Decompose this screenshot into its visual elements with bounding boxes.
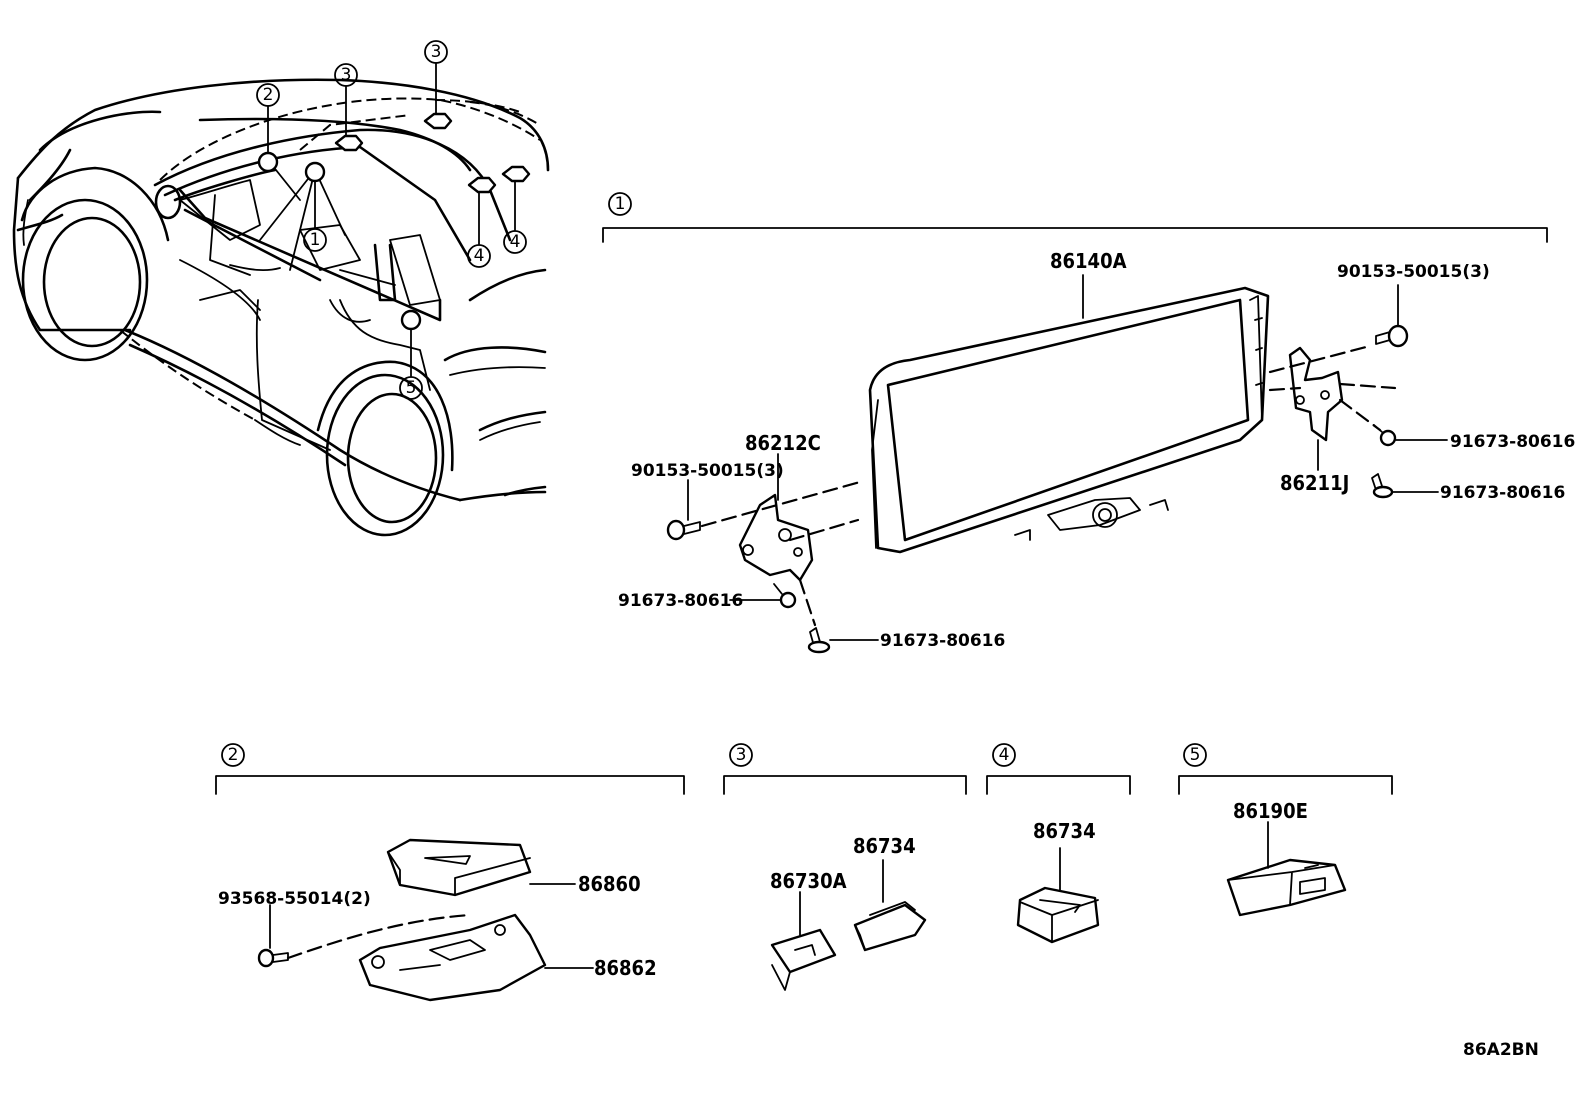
callout-3b-label: 3 <box>431 42 442 62</box>
group-4-bracket <box>986 775 1131 795</box>
vehicle-illustration <box>12 78 550 537</box>
display-panel <box>868 286 1270 554</box>
part-86730A[interactable]: 86730A <box>770 869 847 893</box>
group-2-label: 2 <box>228 745 239 765</box>
bolt-right-2 <box>1371 473 1394 499</box>
marker-antenna-3a <box>334 134 364 152</box>
illustration-ref: 86A2BN <box>1463 1040 1539 1060</box>
amplifier-bracket <box>358 913 547 1002</box>
part-86860[interactable]: 86860 <box>578 872 641 896</box>
group-5-label: 5 <box>1190 745 1201 765</box>
bolt-left-1 <box>773 583 797 609</box>
group-3-antennas: 3 86730A 86734 <box>723 743 967 991</box>
part-86734-group3[interactable]: 86734 <box>853 834 916 858</box>
antenna-86734-g3 <box>853 903 927 952</box>
callout-4a <box>467 244 491 268</box>
callout-5-label: 5 <box>406 378 417 398</box>
marker-antenna-3b <box>423 112 453 130</box>
group-4-antenna: 4 86734 <box>986 743 1131 944</box>
marker-display-1 <box>304 161 326 183</box>
marker-usb <box>400 309 422 331</box>
location-markers <box>257 112 531 331</box>
group-4-marker <box>992 743 1016 767</box>
part-91673-80616-right-1[interactable]: 91673-80616 <box>1450 432 1575 452</box>
part-91673-80616-left-1[interactable]: 91673-80616 <box>618 591 743 611</box>
group-3-bracket <box>723 775 967 795</box>
part-93568-55014[interactable]: 93568-55014(2) <box>218 889 371 909</box>
callout-4b <box>503 230 527 254</box>
group-2-amplifier: 2 86860 86862 93568-55014(2) <box>215 743 685 1002</box>
callout-2-label: 2 <box>263 85 274 105</box>
marker-display-2 <box>257 151 279 173</box>
part-86862[interactable]: 86862 <box>594 956 657 980</box>
callout-3b <box>424 40 448 64</box>
group-1-label: 1 <box>615 194 626 214</box>
group-3-marker <box>729 743 753 767</box>
callout-4a-label: 4 <box>474 246 485 266</box>
marker-antenna-4b <box>501 165 531 183</box>
callout-2 <box>256 83 280 107</box>
part-86190E[interactable]: 86190E <box>1233 799 1308 823</box>
callout-4b-label: 4 <box>510 232 521 252</box>
callout-3a-label: 3 <box>341 65 352 85</box>
part-86140A[interactable]: 86140A <box>1050 249 1127 273</box>
screw-right <box>1375 324 1409 348</box>
vehicle-callouts: 2 3 3 1 4 4 5 <box>256 40 527 400</box>
part-86734-group4[interactable]: 86734 <box>1033 819 1096 843</box>
callout-1 <box>303 228 327 252</box>
part-91673-80616-left-2[interactable]: 91673-80616 <box>880 631 1005 651</box>
screw-left <box>666 519 701 541</box>
marker-antenna-4a <box>467 176 497 194</box>
bracket-right <box>1288 346 1344 442</box>
group-4-label: 4 <box>999 745 1010 765</box>
group-1-marker <box>608 192 632 216</box>
callout-3a <box>334 63 358 87</box>
callout-5 <box>399 376 423 400</box>
part-86212C[interactable]: 86212C <box>745 431 821 455</box>
amplifier-screw <box>257 948 289 968</box>
group-2-bracket <box>215 775 685 795</box>
part-90153-50015-right[interactable]: 90153-50015(3) <box>1337 262 1490 282</box>
part-86211J[interactable]: 86211J <box>1280 471 1349 495</box>
part-91673-80616-right-2[interactable]: 91673-80616 <box>1440 483 1565 503</box>
group-3-label: 3 <box>736 745 747 765</box>
group-2-marker <box>221 743 245 767</box>
group-5-marker <box>1183 743 1207 767</box>
group-5-bracket <box>1178 775 1393 795</box>
group-1-display: 1 86140A 86212C 90153-50015(3) <box>602 192 1575 654</box>
usb-socket <box>1226 858 1347 917</box>
bolt-left-2 <box>807 627 831 654</box>
part-90153-50015-left[interactable]: 90153-50015(3) <box>631 461 784 481</box>
bolt-right-1 <box>1373 424 1397 447</box>
antenna-86730A <box>770 928 837 974</box>
group-1-bracket <box>602 227 1548 243</box>
amplifier-box <box>386 838 532 897</box>
antenna-86734-g4 <box>1016 886 1100 944</box>
group-5-usb: 5 86190E <box>1178 743 1393 917</box>
callout-1-label: 1 <box>310 230 321 250</box>
